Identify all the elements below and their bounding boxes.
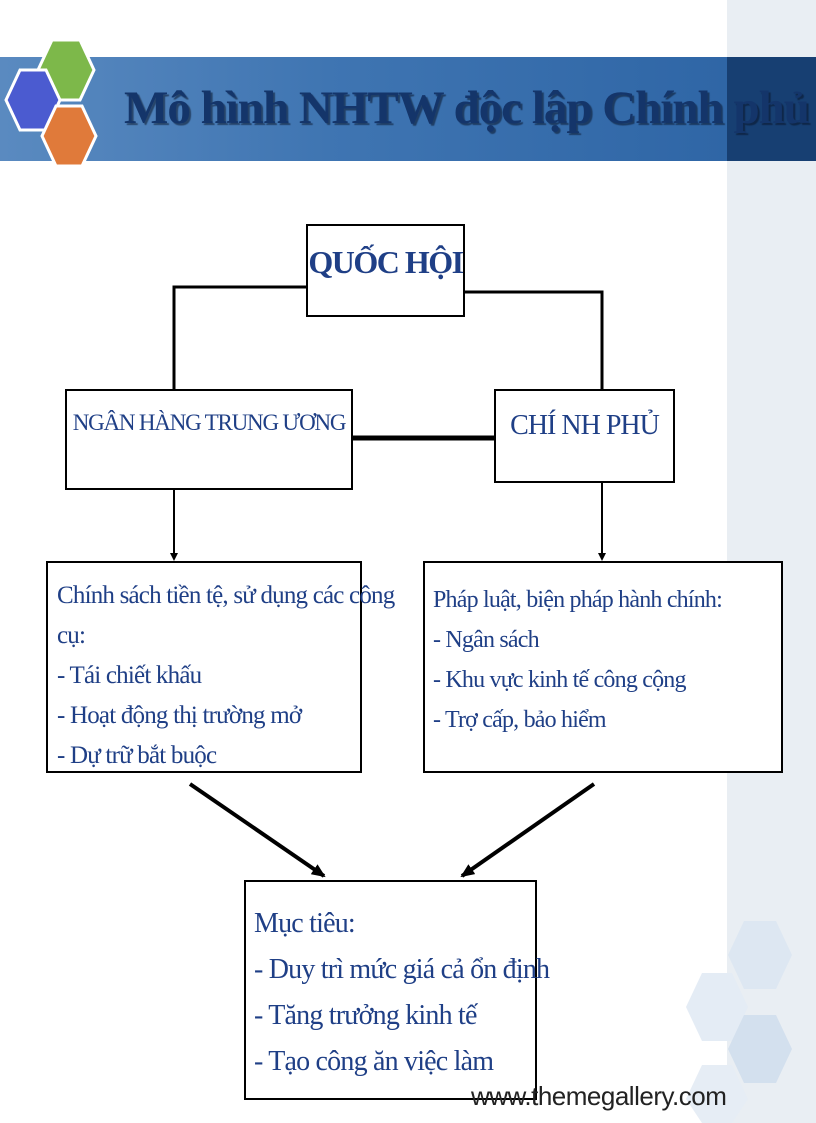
title-band bbox=[0, 57, 727, 161]
chinh-phu-label: CHÍ NH PHỦ bbox=[510, 410, 660, 441]
monetary-policy-line: Chính sách tiền tệ, sử dụng các công bbox=[57, 582, 395, 609]
hexagon-logo-icon bbox=[4, 38, 98, 168]
goals-line: - Tăng trưởng kinh tế bbox=[254, 1000, 477, 1031]
goals-box: Mục tiêu: - Duy trì mức giá cả ổn định -… bbox=[244, 880, 550, 1100]
administrative-measures-line: - Trợ cấp, bảo hiểm bbox=[433, 707, 607, 733]
goals-line: - Duy trì mức giá cả ổn định bbox=[254, 954, 550, 985]
connector-quochoi-chinhphu bbox=[465, 290, 604, 389]
administrative-measures-line: Pháp luật, biện pháp hành chính: bbox=[433, 587, 723, 613]
administrative-measures-line: - Ngân sách bbox=[433, 627, 540, 653]
ngan-hang-label: NGÂN HÀNG TRUNG ƯƠNG bbox=[72, 410, 347, 435]
monetary-policy-box: Chính sách tiền tệ, sử dụng các công cụ:… bbox=[46, 561, 395, 773]
quoc-hoi-label: QUỐC HỘI bbox=[308, 244, 464, 280]
arrow-left-box-to-goal bbox=[188, 782, 326, 878]
ngan-hang-trung-uong-box: NGÂN HÀNG TRUNG ƯƠNG bbox=[65, 389, 353, 490]
monetary-policy-line: - Hoạt động thị trường mở bbox=[57, 702, 302, 729]
hexagon-orange-icon bbox=[40, 104, 98, 168]
connector-quochoi-nganhang bbox=[172, 285, 306, 389]
monetary-policy-line: - Dự trữ bắt buộc bbox=[57, 742, 217, 769]
goals-line: - Tạo công ăn việc làm bbox=[254, 1046, 494, 1077]
footer-website-url: www.themegallery.com bbox=[471, 1081, 727, 1111]
monetary-policy-line: cụ: bbox=[57, 622, 86, 649]
chinh-phu-box: CHÍ NH PHỦ bbox=[494, 389, 675, 483]
administrative-measures-line: - Khu vực kinh tế công cộng bbox=[433, 667, 686, 693]
administrative-measures-box: Pháp luật, biện pháp hành chính: - Ngân … bbox=[423, 561, 783, 773]
slide-title: Mô hình NHTW độc lập Chính phủ bbox=[124, 82, 810, 134]
quoc-hoi-box: QUỐC HỘI bbox=[306, 224, 465, 317]
title-band-dark-block bbox=[727, 57, 816, 161]
decorative-hexagons-icon bbox=[686, 921, 792, 1123]
goals-line: Mục tiêu: bbox=[254, 908, 356, 939]
arrow-right-box-to-goal bbox=[460, 782, 596, 878]
monetary-policy-line: - Tái chiết khấu bbox=[57, 662, 202, 689]
